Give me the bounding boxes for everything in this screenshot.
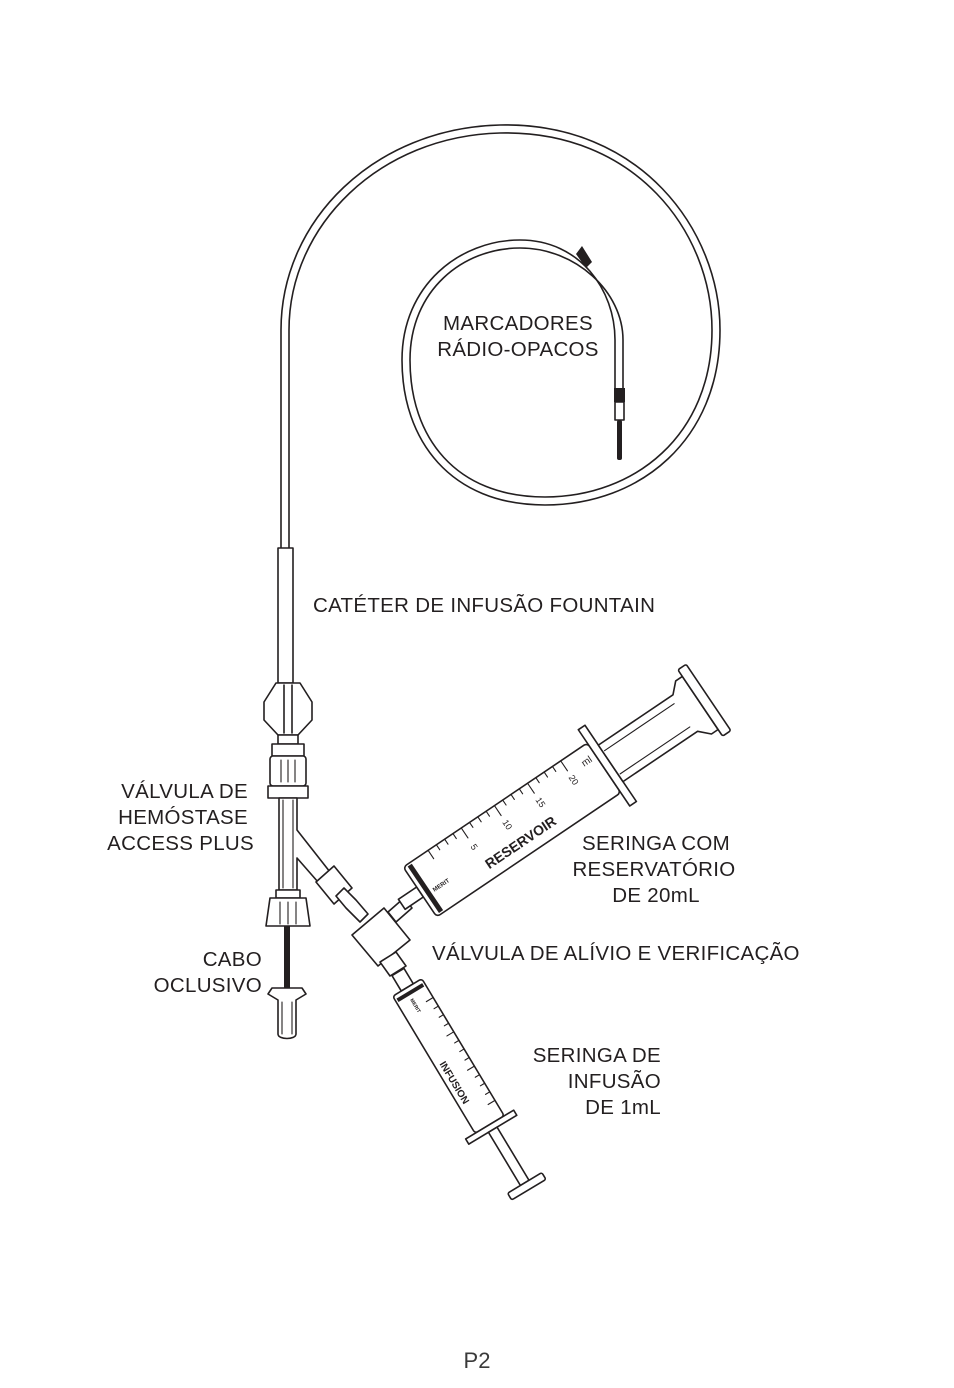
label-reservoir-syringe-1: SERINGA COM (582, 832, 730, 855)
reservoir-tick-10: 10 (500, 818, 514, 832)
label-markers-1: MARCADORES (443, 312, 593, 335)
label-hemostasis-2: HEMÓSTASE (118, 806, 248, 829)
label-infusion-syringe-1: SERINGA DE (533, 1044, 661, 1067)
label-infusion-syringe-2: INFUSÃO (568, 1070, 661, 1093)
label-infusion-syringe-3: DE 1mL (585, 1096, 661, 1119)
side-port-tube (335, 887, 369, 923)
occluder-wire (267, 926, 307, 1040)
catheter-hub (263, 682, 313, 745)
catheter-shaft (277, 547, 294, 684)
radiopaque-marker-lower (614, 388, 625, 402)
page-number: P2 (464, 1348, 491, 1373)
reservoir-tick-20: 20 (567, 773, 581, 787)
label-reservoir-syringe-3: DE 20mL (612, 884, 700, 907)
label-catheter: CATÉTER DE INFUSÃO FOUNTAIN (313, 594, 655, 617)
labels: MARCADORES RÁDIO-OPACOS CATÉTER DE INFUS… (107, 312, 800, 1119)
label-relief-valve: VÁLVULA DE ALÍVIO E VERIFICAÇÃO (432, 942, 800, 965)
label-hemostasis-1: VÁLVULA DE (121, 780, 248, 803)
reservoir-graduations (427, 760, 569, 860)
reservoir-unit: ml (580, 754, 595, 769)
label-reservoir-syringe-2: RESERVATÓRIO (572, 858, 735, 881)
infusion-graduations (425, 996, 496, 1106)
label-occluder-1: CABO (203, 948, 262, 971)
catheter-tube (280, 124, 721, 549)
reservoir-tick-5: 5 (469, 842, 480, 852)
catheter-tip (617, 420, 622, 460)
infusion-syringe: INFUSION MERIT (391, 967, 547, 1201)
label-occluder-2: OCLUSIVO (154, 974, 262, 997)
label-markers-2: RÁDIO-OPACOS (437, 338, 599, 361)
reservoir-tick-15: 15 (533, 795, 547, 809)
radiopaque-marker-upper (576, 246, 592, 268)
label-hemostasis-3: ACCESS PLUS (107, 832, 254, 855)
